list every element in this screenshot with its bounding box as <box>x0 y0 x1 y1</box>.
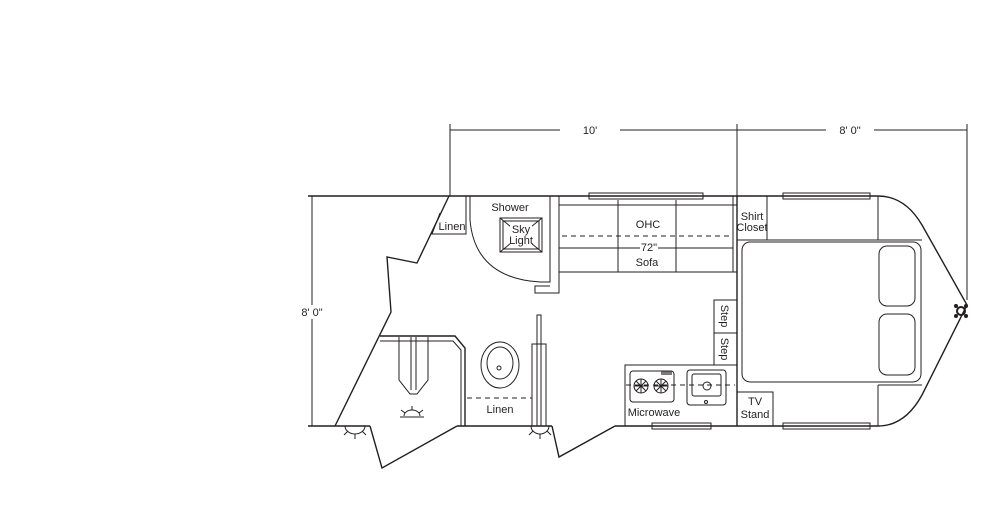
dimension-length-nose: 8' 0" <box>839 125 860 137</box>
ohc-label: OHC <box>636 219 661 231</box>
rear-ramp-door <box>369 425 458 470</box>
light-icon <box>528 425 552 439</box>
light-icon <box>400 406 424 418</box>
skylight-label-sky: Sky <box>512 224 531 236</box>
tv-stand-label-1: TV <box>748 396 763 408</box>
bathroom: Linen <box>380 314 547 427</box>
bath-linen-label: Linen <box>487 404 514 416</box>
drain-icon <box>702 381 712 391</box>
dimension-top: 10' 8' 0" <box>449 124 968 300</box>
hitch-icon <box>954 304 968 318</box>
side-entry-door <box>551 425 616 459</box>
dimension-left: 8' 0" <box>296 196 330 426</box>
shirt-closet: Shirt Closet <box>736 195 768 241</box>
bed <box>741 196 922 426</box>
stove <box>629 370 675 403</box>
tv-stand: TV Stand <box>736 391 774 427</box>
exterior-walls <box>308 195 968 470</box>
toilet <box>480 341 520 389</box>
kitchen-counter: Microwave <box>624 364 738 427</box>
steps: Step Step <box>713 299 738 366</box>
shower-label: Shower <box>491 202 529 214</box>
sink <box>686 369 727 406</box>
pillow <box>878 245 916 307</box>
dimension-width: 8' 0" <box>301 307 322 319</box>
light-icon <box>343 425 367 439</box>
sofa: OHC 72" Sofa <box>558 196 738 273</box>
dimension-length-front: 10' <box>583 125 597 137</box>
shirt-closet-label-2: Closet <box>736 222 767 234</box>
shirt-closet-label-1: Shirt <box>741 211 764 223</box>
skylight-label-light: Light <box>509 235 533 247</box>
burner-icon <box>633 378 649 394</box>
tv-stand-label-2: Stand <box>741 409 770 421</box>
shower: Shower Sky Light <box>469 196 560 294</box>
microwave-label: Microwave <box>628 407 681 419</box>
sofa-size-label: 72" <box>641 242 657 254</box>
skylight: Sky Light <box>499 217 543 253</box>
saddle-rack <box>398 337 429 395</box>
burner-icon <box>653 378 669 394</box>
sofa-label: Sofa <box>636 257 660 269</box>
linen-cabinet-front: Linen <box>431 196 467 235</box>
linen-label: Linen <box>439 221 466 233</box>
step-label: Step <box>718 338 730 361</box>
pillow <box>878 313 916 376</box>
step-label: Step <box>718 305 730 328</box>
